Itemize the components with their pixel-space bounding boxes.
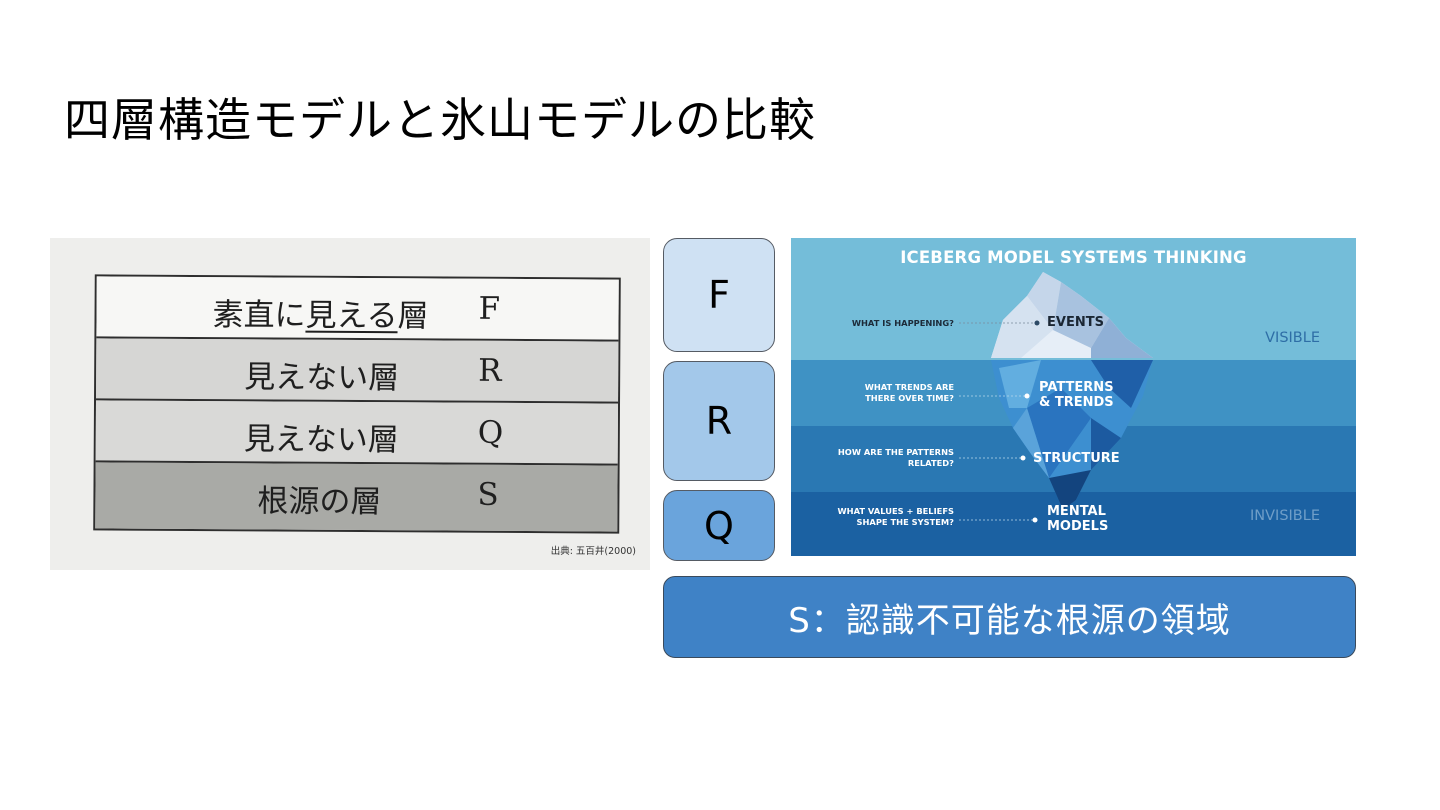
box-letter: R [706, 399, 732, 443]
iceberg-title: ICEBERG MODEL SYSTEMS THINKING [791, 248, 1356, 267]
label-events: EVENTS [1047, 315, 1104, 330]
label-structure: STRUCTURE [1033, 451, 1120, 466]
source-caption: 出典: 五百井(2000) [551, 543, 636, 557]
box-r: R [663, 361, 775, 481]
question-patterns: WHAT TRENDS ARE THERE OVER TIME? [865, 382, 954, 404]
question-mental-models: WHAT VALUES + BELIEFS SHAPE THE SYSTEM? [838, 506, 954, 528]
box-letter: F [708, 273, 730, 317]
question-events: WHAT IS HAPPENING? [852, 318, 954, 329]
label-mental-models: MENTAL MODELS [1047, 504, 1108, 534]
layer-row-f: 素直に見える層 F [96, 276, 618, 341]
question-structure: HOW ARE THE PATTERNS RELATED? [838, 447, 954, 469]
s-layer-bar: S：認識不可能な根源の領域 [663, 576, 1356, 658]
invisible-label: INVISIBLE [1250, 508, 1320, 524]
layer-code: Q [478, 415, 504, 451]
label-patterns: PATTERNS & TRENDS [1039, 380, 1114, 410]
layer-row-r: 見えない層 R [96, 338, 618, 403]
iceberg-infographic: ICEBERG MODEL SYSTEMS THINKING WHAT IS H… [791, 238, 1356, 556]
slide-title: 四層構造モデルと氷山モデルの比較 [64, 84, 816, 150]
layer-name: 素直に見える層 [212, 289, 428, 335]
layer-name: 見えない層 [244, 351, 399, 397]
layer-code: F [478, 291, 500, 327]
four-layer-table-photo: ​ 素直に見える層 F 見えない層 R 見えない層 Q 根源の層 S 出典: 五… [50, 238, 650, 570]
box-letter: Q [704, 504, 734, 548]
layer-code: S [477, 477, 498, 513]
box-q: Q [663, 490, 775, 561]
layer-name: 見えない層 [244, 413, 399, 459]
layer-name: 根源の層 [257, 475, 381, 521]
layer-table: 素直に見える層 F 見えない層 R 見えない層 Q 根源の層 S [93, 274, 621, 533]
layer-row-q: 見えない層 Q [96, 400, 618, 465]
layer-code: R [478, 353, 502, 389]
visible-label: VISIBLE [1265, 330, 1320, 346]
box-f: F [663, 238, 775, 352]
layer-row-s: 根源の層 S [95, 462, 617, 531]
